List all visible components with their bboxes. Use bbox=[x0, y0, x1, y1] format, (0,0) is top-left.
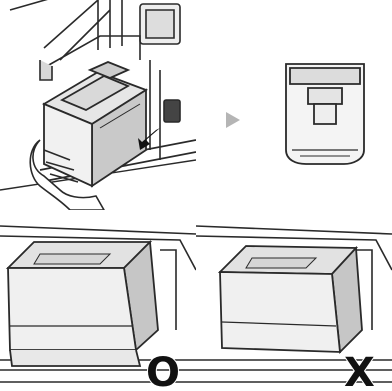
filter-box-seated bbox=[8, 242, 158, 366]
remove-filter-panel bbox=[0, 0, 196, 210]
remove-filter-illustration bbox=[0, 0, 196, 210]
filter-cartridge bbox=[286, 64, 364, 164]
correct-install-panel: O bbox=[0, 210, 196, 391]
incorrect-mark: X bbox=[344, 350, 375, 391]
filter-box-tilted bbox=[220, 246, 362, 352]
filter-unit-illustration bbox=[196, 0, 392, 210]
filter-unit-panel bbox=[196, 0, 392, 210]
incorrect-install-illustration: X bbox=[196, 210, 392, 391]
incorrect-install-panel: X bbox=[196, 210, 392, 391]
correct-install-illustration: O bbox=[0, 210, 196, 391]
correct-mark: O bbox=[146, 350, 180, 391]
